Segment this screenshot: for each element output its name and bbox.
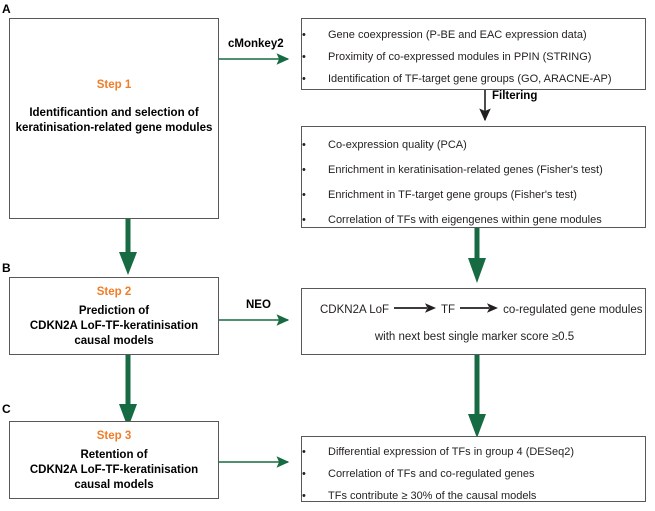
arrow-right-icon <box>393 302 437 317</box>
causal-model-subtitle: with next best single marker score ≥0.5 <box>374 331 575 343</box>
list-item-label: TFs contribute ≥ 30% of the causal model… <box>328 490 537 502</box>
step-1-body-line-2: keratinisation-related gene modules <box>15 122 213 135</box>
step-2-body-line-3: causal models <box>74 335 154 348</box>
arrow-step1-step2 <box>119 219 137 275</box>
step-1-body-line-1: Identificantion and selection of <box>29 107 199 119</box>
causal-chain-node-1: CDKN2A LoF <box>320 303 390 316</box>
step-3-body-line-3: causal models <box>74 479 154 492</box>
list-item: • Enrichment in keratinisation-related g… <box>302 165 645 176</box>
arrow-filterbox-neobox <box>468 228 486 283</box>
arrow-neobox-retention <box>468 355 486 438</box>
step-3-title: Step 3 <box>96 430 132 442</box>
list-item: • Correlation of TFs with eigengenes wit… <box>302 215 645 226</box>
bullet-icon: • <box>302 51 306 63</box>
bullet-icon: • <box>302 73 306 85</box>
bullet-icon: • <box>302 468 306 480</box>
causal-chain-node-2: TF <box>441 303 456 316</box>
panel-a-filter-criteria-box: • Co-expression quality (PCA) • Enrichme… <box>301 126 646 228</box>
panel-a-input-criteria-box: • Gene coexpression (P-BE and EAC expres… <box>301 18 646 90</box>
list-item: • Identification of TF-target gene group… <box>302 74 645 85</box>
causal-chain: CDKN2A LoF TF co-regulated gene modules <box>320 302 642 317</box>
step-3-box: Step 3 Retention of CDKN2A LoF-TF-kerati… <box>9 421 219 499</box>
bullet-icon: • <box>302 189 306 201</box>
bullet-icon: • <box>302 29 306 41</box>
list-item: • Enrichment in TF-target gene groups (F… <box>302 190 645 201</box>
list-item-label: Proximity of co-expressed modules in PPI… <box>328 51 592 63</box>
list-item-label: Correlation of TFs with eigengenes withi… <box>328 214 602 226</box>
list-item: • TFs contribute ≥ 30% of the causal mod… <box>302 491 645 502</box>
list-item-label: Co-expression quality (PCA) <box>328 139 467 151</box>
step-1-title: Step 1 <box>96 79 132 91</box>
list-item: • Differential expression of TFs in grou… <box>302 447 645 458</box>
list-item-label: Differential expression of TFs in group … <box>328 446 574 458</box>
list-item: • Co-expression quality (PCA) <box>302 140 645 151</box>
panel-b-causal-model-box: CDKN2A LoF TF co-regulated gene modules … <box>301 288 646 355</box>
causal-chain-node-3: co-regulated gene modules <box>503 303 643 316</box>
panel-label-c: C <box>2 402 11 416</box>
list-item-label: Enrichment in keratinisation-related gen… <box>328 164 603 176</box>
list-item-label: Gene coexpression (P-BE and EAC expressi… <box>328 29 587 41</box>
list-item-label: Enrichment in TF-target gene groups (Fis… <box>328 189 577 201</box>
panel-c-retention-criteria-box: • Differential expression of TFs in grou… <box>301 436 646 502</box>
bullet-icon: • <box>302 164 306 176</box>
arrow-step2-step3 <box>119 355 137 428</box>
list-item: • Gene coexpression (P-BE and EAC expres… <box>302 30 645 41</box>
bullet-icon: • <box>302 490 306 502</box>
bullet-icon: • <box>302 139 306 151</box>
bullet-icon: • <box>302 214 306 226</box>
panel-label-b: B <box>2 261 11 275</box>
arrow-label-neo: NEO <box>246 299 271 311</box>
list-item: • Proximity of co-expressed modules in P… <box>302 52 645 63</box>
list-item-label: Correlation of TFs and co-regulated gene… <box>328 468 535 480</box>
arrow-label-filtering: Filtering <box>492 90 538 102</box>
step-2-box: Step 2 Prediction of CDKN2A LoF-TF-kerat… <box>9 277 219 355</box>
list-item: • Correlation of TFs and co-regulated ge… <box>302 469 645 480</box>
list-item-label: Identification of TF-target gene groups … <box>328 73 612 85</box>
step-2-body-line-1: Prediction of <box>78 305 150 317</box>
step-1-box: Step 1 Identificantion and selection of … <box>9 18 219 219</box>
step-2-body-line-2: CDKN2A LoF-TF-keratinisation <box>29 320 199 333</box>
step-3-body-line-2: CDKN2A LoF-TF-keratinisation <box>29 464 199 477</box>
arrow-right-icon <box>459 302 499 317</box>
panel-label-a: A <box>2 2 11 16</box>
bullet-icon: • <box>302 446 306 458</box>
step-2-title: Step 2 <box>96 286 132 298</box>
step-3-body-line-1: Retention of <box>80 449 148 461</box>
arrow-label-cmonkey2: cMonkey2 <box>228 38 284 50</box>
